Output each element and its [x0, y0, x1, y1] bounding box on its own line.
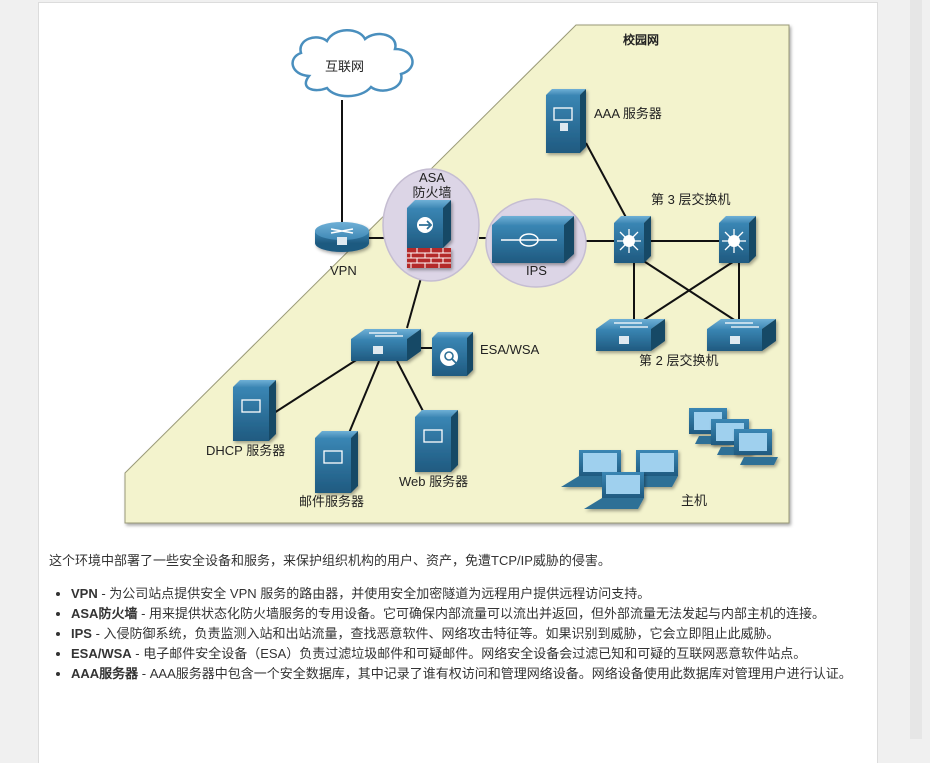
- layer2-switch-icon: [596, 319, 665, 351]
- server-icon: [233, 380, 276, 441]
- item-desc: - 入侵防御系统，负责监测入站和出站流量，查找恶意软件、网络攻击特征等。如果识别…: [91, 626, 780, 641]
- scrollbar[interactable]: [910, 0, 922, 739]
- server-icon: [546, 89, 586, 153]
- item-term: IPS: [71, 626, 92, 641]
- list-item: IPS - 入侵防御系统，负责监测入站和出站流量，查找恶意软件、网络攻击特征等。…: [71, 624, 869, 643]
- asa-label: ASA 防火墙: [412, 170, 452, 200]
- campus-network-label: 校园网: [623, 33, 660, 47]
- server-icon: [315, 431, 358, 493]
- item-term: VPN: [71, 586, 98, 601]
- desktop-pc-icon: [734, 429, 778, 465]
- cloud-icon: [291, 29, 414, 98]
- layer2-switch-label: 第 2 层交换机: [639, 353, 719, 368]
- content-panel: 校园网 互联网 VPN ASA 防火墙 IPS AAA 服务器 第 3 层交换机…: [38, 2, 878, 763]
- layer3-switch-icon: [719, 216, 756, 263]
- hosts-label: 主机: [681, 493, 708, 508]
- aaa-server-label: AAA 服务器: [594, 106, 662, 121]
- esa-appliance-icon: [432, 332, 473, 376]
- esa-wsa-label: ESA/WSA: [480, 342, 540, 357]
- intro-paragraph: 这个环境中部署了一些安全设备和服务，来保护组织机构的用户、资产，免遭TCP/IP…: [49, 553, 611, 568]
- laptop-icon: [584, 472, 644, 509]
- item-desc: - 电子邮件安全设备（ESA）负责过滤垃圾邮件和可疑邮件。网络安全设备会过滤已知…: [131, 646, 807, 661]
- item-term: AAA服务器: [71, 666, 139, 681]
- item-desc: - 为公司站点提供安全 VPN 服务的路由器，并使用安全加密隧道为远程用户提供远…: [97, 586, 651, 601]
- mail-server-label: 邮件服务器: [299, 494, 365, 509]
- item-desc: - 用来提供状态化防火墙服务的专用设备。它可确保内部流量可以流出并返回，但外部流…: [137, 606, 826, 621]
- item-term: ASA防火墙: [71, 606, 138, 621]
- device-list: VPN - 为公司站点提供安全 VPN 服务的路由器，并使用安全加密隧道为远程用…: [49, 584, 869, 683]
- workgroup-switch-icon: [351, 329, 421, 361]
- ips-label: IPS: [526, 263, 547, 278]
- vpn-label: VPN: [330, 263, 357, 278]
- diagram-canvas: [124, 24, 790, 524]
- list-item: ESA/WSA - 电子邮件安全设备（ESA）负责过滤垃圾邮件和可疑邮件。网络安…: [71, 644, 869, 663]
- description: 这个环境中部署了一些安全设备和服务，来保护组织机构的用户、资产，免遭TCP/IP…: [49, 543, 869, 684]
- network-diagram: 校园网 互联网 VPN ASA 防火墙 IPS AAA 服务器 第 3 层交换机…: [39, 3, 877, 543]
- item-desc: - AAA服务器中包含一个安全数据库，其中记录了谁有权访问和管理网络设备。网络设…: [138, 666, 852, 681]
- list-item: AAA服务器 - AAA服务器中包含一个安全数据库，其中记录了谁有权访问和管理网…: [71, 664, 869, 683]
- layer2-switch-icon: [707, 319, 776, 351]
- campus-area: [124, 24, 790, 524]
- list-item: ASA防火墙 - 用来提供状态化防火墙服务的专用设备。它可确保内部流量可以流出并…: [71, 604, 869, 623]
- firewall-icon: [407, 200, 451, 268]
- dhcp-server-label: DHCP 服务器: [206, 443, 286, 458]
- item-term: ESA/WSA: [71, 646, 132, 661]
- ips-icon: [492, 216, 574, 263]
- web-server-label: Web 服务器: [399, 474, 469, 489]
- list-item: VPN - 为公司站点提供安全 VPN 服务的路由器，并使用安全加密隧道为远程用…: [71, 584, 869, 603]
- internet-label: 互联网: [325, 59, 365, 74]
- layer3-switch-icon: [614, 216, 651, 263]
- server-icon: [415, 410, 458, 472]
- layer3-switch-label: 第 3 层交换机: [651, 192, 731, 207]
- router-icon: [315, 222, 369, 252]
